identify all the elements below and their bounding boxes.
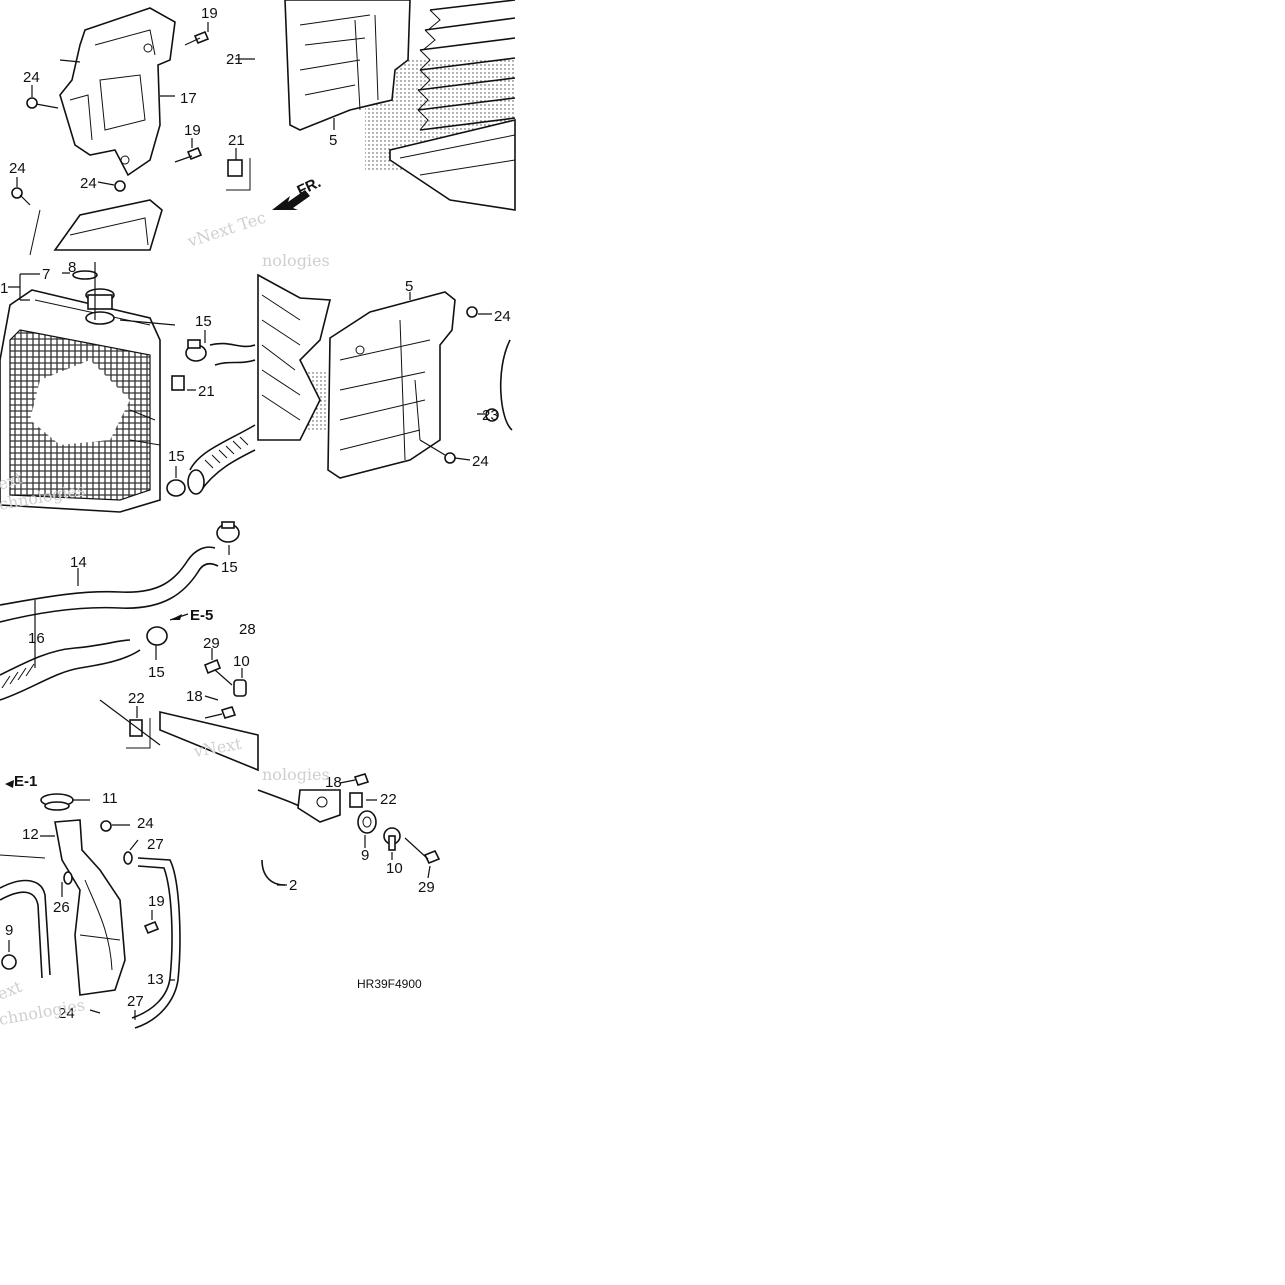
part-label: 8	[68, 259, 76, 276]
part-label: 18	[186, 688, 203, 705]
screw-icon	[114, 180, 126, 192]
grommet-icon	[1, 954, 17, 970]
watermark-text: ext	[0, 977, 25, 1004]
part-label: 24	[137, 815, 154, 832]
watermark-text: vNext Tec	[184, 208, 268, 251]
part-label: 24	[472, 453, 489, 470]
part-label: 21	[228, 132, 245, 149]
part-label: 23	[482, 407, 499, 424]
nut-icon	[485, 408, 499, 422]
reference-label: E-1	[14, 773, 37, 790]
reference-label: E-5	[190, 607, 213, 624]
screw-icon	[26, 97, 59, 109]
part-label: 27	[127, 993, 144, 1010]
part-label: 24	[494, 308, 511, 325]
radiator-cap-icon	[72, 270, 115, 325]
shroud-part	[284, 0, 411, 131]
part-label: 24	[80, 175, 97, 192]
shroud-part	[327, 291, 456, 479]
panel-mounting: 18 22 9 10 29 2 nologies HR39F4900	[257, 765, 441, 991]
part-label: 12	[22, 826, 39, 843]
bolt-icon	[353, 773, 370, 786]
part-label: 19	[201, 5, 218, 22]
panel-coolant-hoses: 14 15 16 E-5 15 29 28 10 18 22 vNext	[0, 521, 259, 772]
upper-hose-part	[0, 546, 219, 623]
part-label: 11	[102, 790, 118, 807]
part-label: 15	[148, 664, 165, 681]
part-label: 5	[405, 278, 413, 295]
screw-icon	[444, 452, 456, 464]
part-label: 16	[28, 630, 45, 647]
panel-reserve-tank: E-1 11 12 24 27 26 19 9 13 27 24 ext chn…	[0, 773, 181, 1029]
front-label: FR.	[295, 174, 324, 200]
part-label: 21	[198, 383, 215, 400]
part-label: 27	[147, 836, 164, 853]
part-label: 15	[195, 313, 212, 330]
part-label: 1	[0, 280, 8, 297]
part-label: 26	[53, 899, 70, 916]
grommet-icon	[357, 810, 377, 834]
part-label: 15	[221, 559, 238, 576]
part-label: 29	[418, 879, 435, 896]
front-arrow-icon	[272, 190, 310, 210]
bolt-icon	[404, 837, 441, 865]
part-label: 7	[42, 266, 50, 283]
part-label: 24	[58, 1005, 75, 1022]
part-label: 10	[386, 860, 403, 877]
tank-cap-icon	[40, 793, 74, 811]
diagram-code: HR39F4900	[357, 977, 422, 991]
part-label: 24	[9, 160, 26, 177]
hose-clamp-icon	[185, 339, 207, 362]
screw-icon	[100, 820, 112, 832]
bolt-icon	[143, 920, 160, 935]
part-label: 22	[380, 791, 397, 808]
collar-icon	[233, 679, 247, 697]
watermark-text: nologies	[262, 251, 330, 270]
part-label: 15	[168, 448, 185, 465]
bolt-icon	[203, 658, 233, 686]
part-label: 19	[184, 122, 201, 139]
lower-hose-part	[0, 639, 141, 701]
part-label: 21	[226, 51, 243, 68]
bolt-icon	[204, 706, 237, 719]
hose-clamp-icon	[146, 626, 168, 646]
part-label: 13	[147, 971, 164, 988]
part-label: 29	[203, 635, 220, 652]
watermark-text: nologies	[262, 765, 330, 784]
part-label: 22	[128, 690, 145, 707]
screw-icon	[11, 187, 31, 206]
clip-nut-icon	[349, 792, 363, 808]
part-label: 5	[329, 132, 337, 149]
clip-nut-icon	[171, 375, 185, 391]
panel-radiator: 8 7 1 15 21 15 ext chnologies	[0, 259, 256, 514]
part-label: 19	[148, 893, 165, 910]
screw-icon	[466, 306, 478, 318]
hose-clip-icon	[123, 851, 133, 865]
grille-part	[389, 0, 516, 211]
watermark-text: chnologies	[0, 995, 86, 1029]
bolt-icon	[174, 146, 203, 163]
shroud-bracket-part	[59, 7, 176, 177]
part-label: 14	[70, 554, 87, 571]
reserve-tank-part	[54, 819, 126, 996]
hose-clamp-icon	[166, 479, 186, 497]
clip-nut-icon	[126, 718, 151, 749]
part-label: 24	[23, 69, 40, 86]
part-label: 2	[289, 877, 297, 894]
hose-clip-icon	[63, 871, 73, 885]
panel-shroud-side: 5 24 23 24 nologies	[257, 251, 513, 479]
collar-icon	[383, 827, 401, 851]
part-label: 10	[233, 653, 250, 670]
part-label: 18	[325, 774, 342, 791]
hose-clamp-icon	[216, 521, 240, 543]
part-label: 9	[361, 847, 369, 864]
part-label: 9	[5, 922, 13, 939]
panel-shroud-bracket: 19 21 24 17 19 21 24 24 vNext Tec	[9, 5, 310, 256]
part-label: 17	[180, 90, 197, 107]
bolt-icon	[184, 30, 210, 46]
part-label: 28	[239, 621, 256, 638]
clip-nut-icon	[226, 158, 251, 191]
panel-radiator-shroud: 5 FR.	[284, 0, 516, 211]
